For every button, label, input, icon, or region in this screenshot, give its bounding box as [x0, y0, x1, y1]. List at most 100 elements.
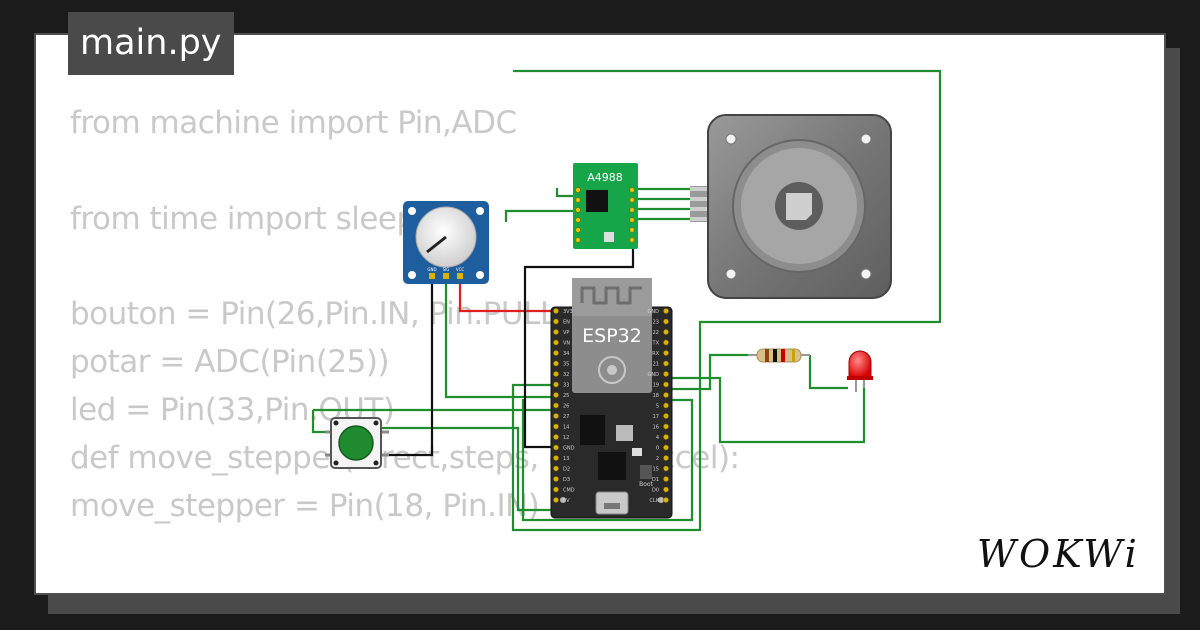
- wire-green: [555, 188, 575, 198]
- esp32-pin-label: 16: [653, 425, 659, 431]
- esp32-pin[interactable]: [663, 486, 669, 493]
- led-red[interactable]: [847, 350, 873, 392]
- esp32-pin[interactable]: [553, 455, 559, 461]
- wires: [311, 69, 942, 532]
- esp32-pin[interactable]: [663, 350, 669, 356]
- wire-black: [523, 249, 635, 449]
- esp32-pin-label: 0: [656, 446, 659, 452]
- esp32-pin-label: 12: [563, 435, 569, 441]
- esp32-pin[interactable]: [663, 371, 669, 377]
- esp32-pin-label: 33: [563, 383, 569, 389]
- esp32-pin[interactable]: [553, 392, 559, 398]
- esp32-pin-label: GND: [648, 309, 660, 315]
- esp32-pin-label: 25: [563, 393, 569, 399]
- esp32-pin-label: 32: [563, 372, 569, 378]
- wire-green: [665, 376, 866, 444]
- esp32-pin[interactable]: [663, 455, 669, 461]
- wokwi-logo: WOKWi: [977, 532, 1140, 576]
- file-tab[interactable]: main.py: [68, 12, 234, 75]
- esp32-pin-label: 13: [563, 456, 569, 462]
- esp32-pin[interactable]: [553, 444, 559, 451]
- esp32-pin-label: 3V3: [563, 309, 573, 315]
- esp32-pin-label: 5V: [563, 498, 570, 504]
- esp32-pin[interactable]: [553, 402, 559, 409]
- esp32-pin[interactable]: [663, 465, 669, 472]
- esp32-pin[interactable]: [663, 444, 669, 451]
- resistor[interactable]: [748, 348, 810, 363]
- esp32-pin[interactable]: [663, 413, 669, 419]
- esp32-pin[interactable]: [553, 486, 559, 493]
- esp32-pin[interactable]: [553, 434, 559, 440]
- esp32-pin[interactable]: [553, 371, 559, 377]
- esp32-pin[interactable]: [663, 381, 669, 388]
- esp32-pin[interactable]: [553, 497, 559, 503]
- a4988-label: A4988: [587, 171, 623, 184]
- esp32-label: ESP32: [582, 325, 642, 347]
- esp32-pin[interactable]: [553, 350, 559, 356]
- esp32-pin-label: D3: [563, 477, 570, 483]
- esp32-pin-label: GND: [563, 446, 575, 452]
- esp32-pin[interactable]: [663, 329, 669, 335]
- esp32-pin[interactable]: [553, 329, 559, 335]
- esp32-pin-label: 34: [563, 351, 569, 357]
- esp32-pin-label: 23: [653, 320, 659, 326]
- esp32-left-pins: 3V3ENVPVN343532332526271412GND13D2D3CMD5…: [553, 308, 575, 504]
- wire-green: [521, 398, 694, 522]
- esp32-pin-label: 18: [653, 393, 659, 399]
- esp32-pin[interactable]: [663, 392, 669, 398]
- push-button[interactable]: [325, 417, 389, 469]
- esp32-pin[interactable]: [663, 318, 669, 325]
- esp32-pin-label: 26: [563, 404, 569, 410]
- potentiometer[interactable]: GND SIG VCC: [403, 201, 489, 284]
- wire-green: [372, 426, 555, 512]
- knob-pointer: [426, 235, 447, 254]
- esp32-pin-label: 21: [653, 362, 659, 368]
- esp32-pin[interactable]: [553, 413, 559, 419]
- code-line: potar = ADC(Pin(25)): [70, 344, 390, 380]
- esp32-pin-label: GND: [648, 372, 660, 378]
- esp32-pin-label: EN: [563, 320, 570, 326]
- esp32-pin-label: 2: [656, 456, 659, 462]
- esp32-pin[interactable]: [663, 434, 669, 440]
- esp32-pin[interactable]: [553, 381, 559, 388]
- esp32-pin-label: D0: [652, 488, 659, 494]
- esp32-pin[interactable]: [553, 339, 559, 346]
- esp32-pin[interactable]: [553, 318, 559, 325]
- stepper-motor[interactable]: [690, 114, 892, 299]
- esp32-pin-label: 4: [656, 435, 659, 441]
- esp32-pin[interactable]: [553, 360, 559, 367]
- esp32-pin-label: VP: [563, 330, 569, 336]
- esp32-pin[interactable]: [663, 339, 669, 346]
- code-line: move_stepper = Pin(18, Pin.IN): [70, 488, 540, 524]
- a4988-driver[interactable]: A4988: [573, 163, 638, 249]
- esp32-pin[interactable]: [663, 402, 669, 409]
- esp32-pin-label: CMD: [563, 488, 575, 494]
- esp32-pin[interactable]: [553, 308, 559, 314]
- esp32-pin[interactable]: [663, 360, 669, 367]
- esp32-pin-label: 17: [653, 414, 659, 420]
- pot-pin-label: GND: [427, 267, 436, 272]
- wokwi-logo-text: WOKWi: [977, 532, 1140, 576]
- esp32-pin[interactable]: [663, 423, 669, 430]
- esp32-pin[interactable]: [663, 497, 669, 503]
- esp32-board[interactable]: ESP32 Boot 3V3ENVPVN343532332526271412GN…: [550, 278, 673, 519]
- esp32-pin-label: VN: [563, 341, 570, 347]
- boot-label: Boot: [639, 481, 653, 488]
- code-line: from machine import Pin,ADC: [70, 105, 517, 141]
- esp32-pin[interactable]: [663, 308, 669, 314]
- wire-green: [504, 209, 575, 222]
- esp32-pin[interactable]: [553, 465, 559, 472]
- wire-green: [808, 355, 848, 390]
- code-line: from time import sleep: [70, 201, 416, 237]
- esp32-pin[interactable]: [663, 476, 669, 482]
- pot-pin-label: VCC: [456, 267, 465, 272]
- esp32-pin-label: 15: [653, 467, 659, 473]
- esp32-pin[interactable]: [553, 423, 559, 430]
- esp32-pin-label: 22: [653, 330, 659, 336]
- esp32-pin-label: D1: [652, 477, 659, 483]
- wire-green: [311, 410, 331, 434]
- esp32-pin-label: CLK: [649, 498, 659, 504]
- esp32-pin[interactable]: [553, 476, 559, 482]
